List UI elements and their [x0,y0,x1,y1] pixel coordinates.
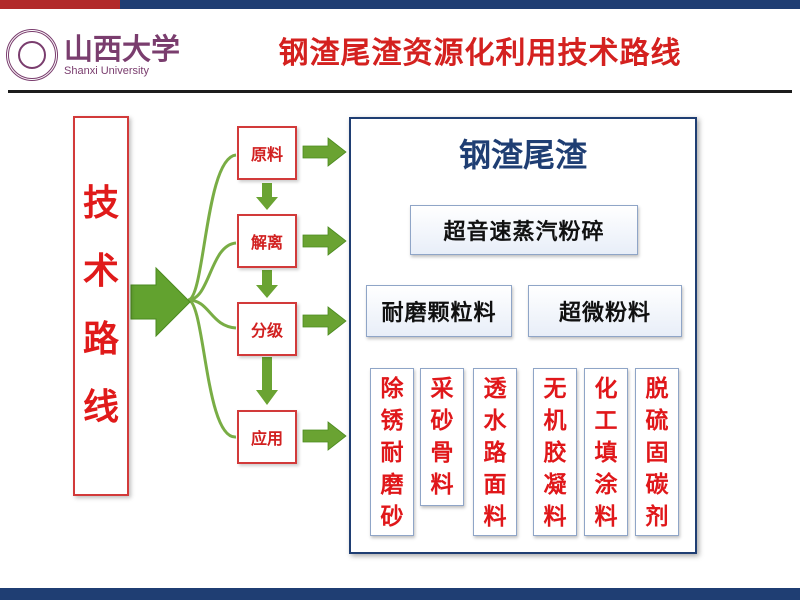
top-bar-accent [0,0,120,9]
product-4-char: 无 [543,376,567,402]
product-5-char: 工 [594,408,618,434]
product-2-char: 采 [430,376,454,402]
curve-to-step-4 [187,298,237,439]
product-1-char: 除 [380,376,404,402]
product-5-char: 料 [594,504,618,530]
step-right-arrow-3 [302,306,347,336]
step-down-arrow-3 [256,357,278,405]
route-char-4: 线 [82,387,119,428]
curve-to-step-2 [187,241,237,302]
product-2-char: 骨 [430,440,454,466]
product-4-char: 机 [543,408,567,434]
university-seal-icon [6,29,58,81]
main-green-arrow [130,266,191,338]
product-6-char: 固 [645,440,669,466]
product-6-char: 碳 [645,472,669,498]
process-box-supersonic-steam: 超音速蒸汽粉碎 [410,205,638,255]
product-1-char: 磨 [380,472,404,498]
product-4-char: 凝 [543,472,567,498]
product-5-char: 涂 [594,472,618,498]
step-right-arrow-2 [302,226,347,256]
product-3-char: 路 [483,440,507,466]
step-down-arrow-1 [256,183,278,210]
product-4-char: 料 [543,504,567,530]
product-1-char: 锈 [380,408,404,434]
product-box-5: 化 工 填 涂 料 [584,368,628,536]
route-char-3: 路 [82,319,119,360]
curve-to-step-3 [187,298,237,330]
step-right-arrows [302,137,347,451]
product-3-char: 水 [483,408,507,434]
product-6-char: 脱 [645,376,669,402]
product-2-char: 料 [430,472,454,498]
step-down-arrow-2 [256,270,278,298]
title-divider [8,90,792,93]
product-3-char: 透 [483,376,507,402]
step-dissociation: 解离 [237,214,297,268]
product-box-2: 采 砂 骨 料 [420,368,464,506]
logo-name-cn: 山西大学 [64,31,181,66]
product-5-char: 填 [594,440,618,466]
step-application: 应用 [237,410,297,464]
product-box-1: 除 锈 耐 磨 砂 [370,368,414,536]
step-down-arrows [256,183,278,405]
product-box-6: 脱 硫 固 碳 剂 [635,368,679,536]
product-box-4: 无 机 胶 凝 料 [533,368,577,536]
branch-box-wear-resistant: 耐磨颗粒料 [366,285,512,337]
product-6-char: 剂 [645,504,669,530]
step-classification: 分级 [237,302,297,356]
page-title: 钢渣尾渣资源化利用技术路线 [278,36,682,71]
technical-route-box: 技 术 路 线 [73,116,129,496]
branch-box-ultrafine: 超微粉料 [528,285,682,337]
product-box-3: 透 水 路 面 料 [473,368,517,536]
product-1-char: 砂 [380,504,404,530]
product-1-char: 耐 [380,440,404,466]
panel-title: 钢渣尾渣 [458,136,587,174]
product-3-char: 料 [483,504,507,530]
product-3-char: 面 [483,472,507,498]
bottom-bar [0,588,800,600]
step-raw-material: 原料 [237,126,297,180]
product-4-char: 胶 [543,440,567,466]
step-right-arrow-4 [302,421,347,451]
curve-to-step-1 [187,153,237,302]
logo-name-en: Shanxi University [64,64,149,77]
step-right-arrow-1 [302,137,347,167]
route-char-2: 术 [82,251,119,292]
product-6-char: 硫 [645,408,669,434]
product-5-char: 化 [594,376,618,402]
product-2-char: 砂 [430,408,454,434]
route-char-1: 技 [82,183,119,224]
university-logo: 山西大学 Shanxi University [6,24,184,86]
top-bar [0,0,800,9]
